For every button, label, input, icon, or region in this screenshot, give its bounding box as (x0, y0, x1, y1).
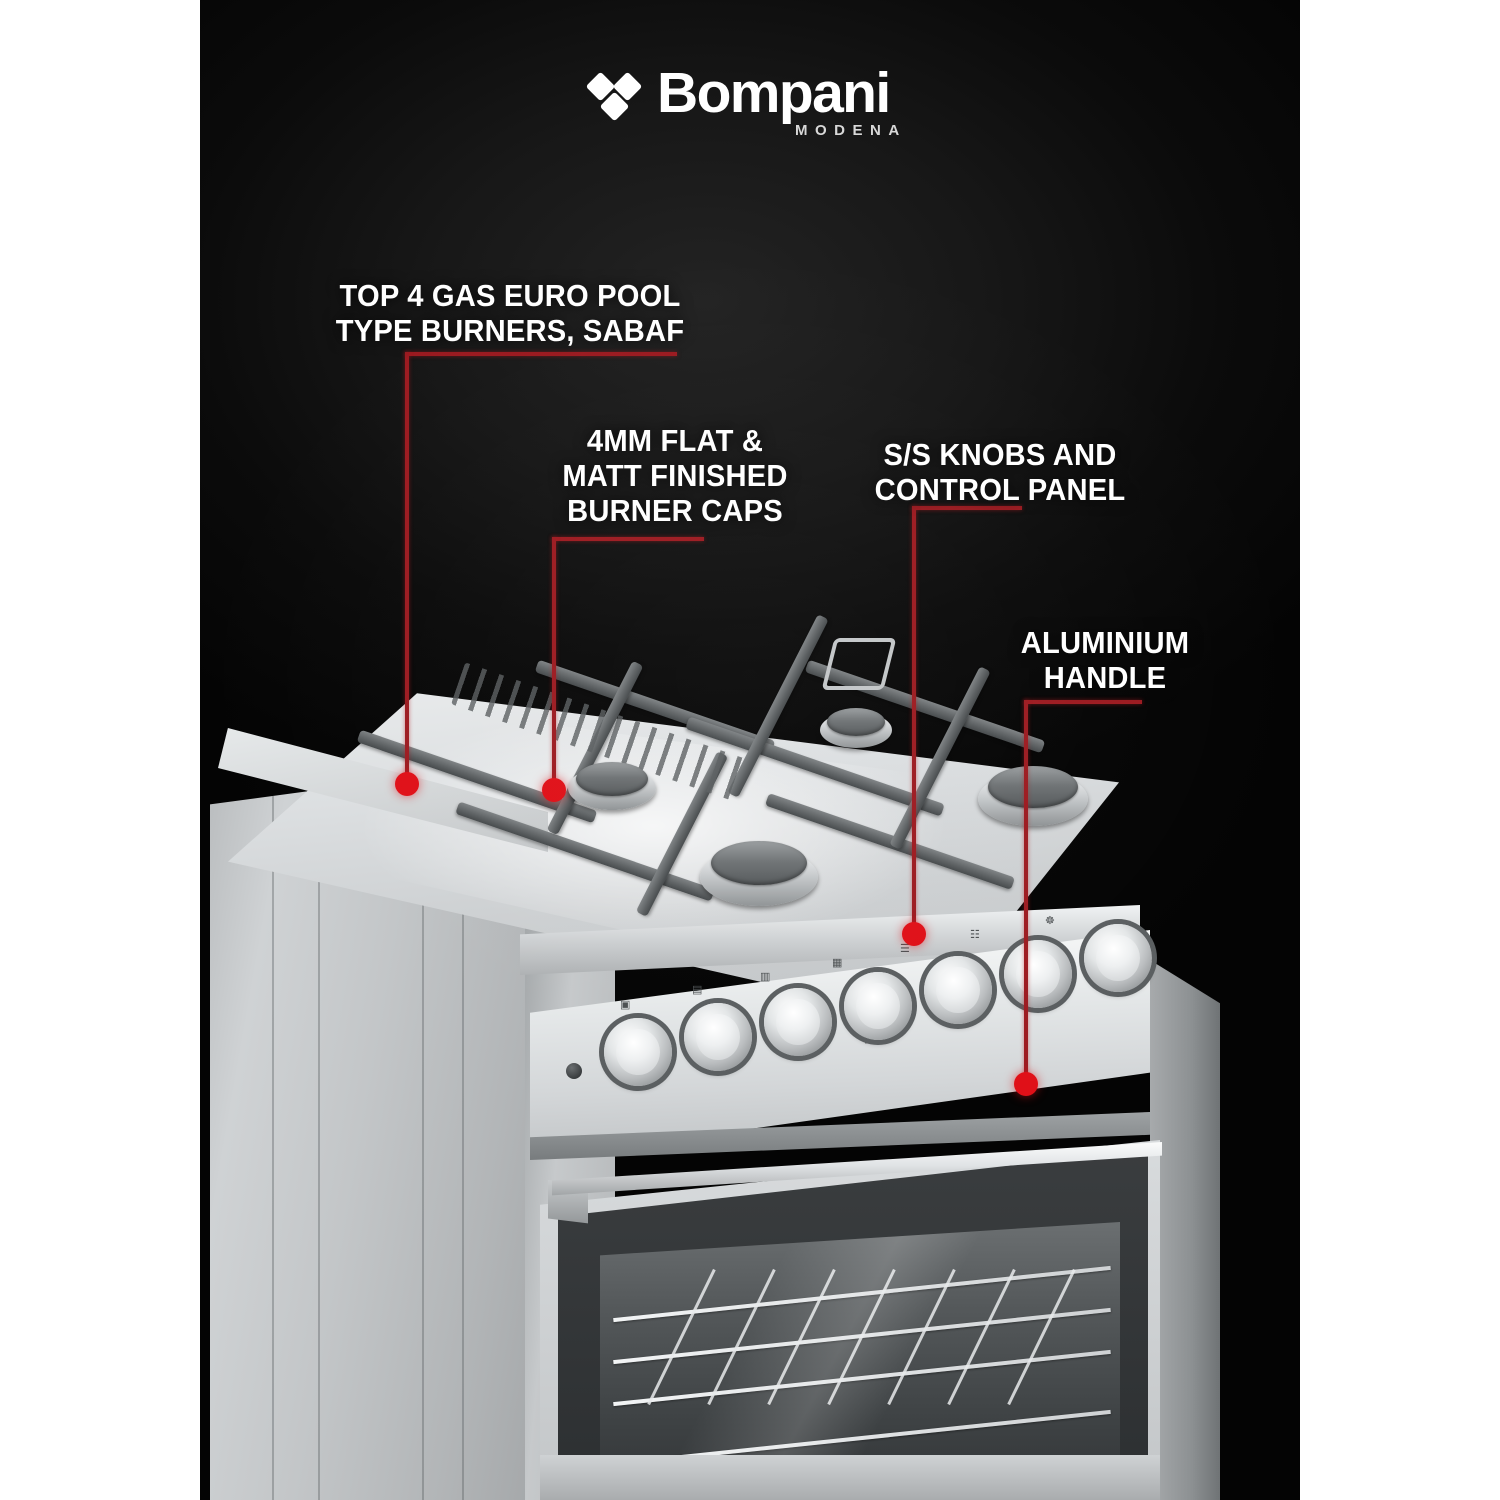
leader-line-caps-horizontal (552, 537, 704, 541)
control-knob[interactable] (924, 956, 992, 1024)
leader-line-knobs-horizontal (912, 506, 1022, 510)
leader-line-handle-horizontal (1024, 700, 1142, 704)
control-knob[interactable] (1084, 924, 1152, 992)
dark-background-panel: ▣ ▤ ▥ ▦ ☰ ☷ ☸ ▣ ▤ ▥ (200, 0, 1300, 1500)
callout-line: TOP 4 GAS EURO POOL (339, 278, 681, 313)
leader-line-burners-vertical (405, 352, 409, 784)
callout-line: BURNER CAPS (567, 493, 783, 528)
gas-range-cooker-product-photo: ▣ ▤ ▥ ▦ ☰ ☷ ☸ ▣ ▤ ▥ (200, 0, 1300, 1500)
control-symbol: ☷ (970, 929, 980, 941)
cooker-right-side-panel (1150, 960, 1220, 1500)
control-symbol: ☸ (1045, 915, 1055, 927)
callout-label-handle: ALUMINIUM HANDLE (955, 625, 1256, 695)
control-symbol: ▦ (832, 957, 843, 969)
control-symbol: ▣ (620, 999, 631, 1011)
callout-line: 4MM FLAT & (586, 423, 764, 458)
callout-line: TYPE BURNERS, SABAF (335, 313, 685, 348)
leader-line-handle-vertical (1024, 700, 1028, 1084)
leader-line-knobs-vertical (912, 506, 916, 934)
callout-line: CONTROL PANEL (874, 472, 1126, 507)
control-symbol: ▥ (760, 971, 771, 983)
leader-line-burners-horizontal (405, 352, 677, 356)
callout-dot-handle (1014, 1072, 1038, 1096)
brand-name: Bompani (657, 61, 891, 125)
wok-pot-stand (821, 638, 897, 690)
brand-tagline: MODENA (795, 122, 907, 139)
control-symbol: ▤ (692, 984, 703, 996)
callout-label-burner-caps: 4MM FLAT & MATT FINISHED BURNER CAPS (511, 423, 840, 528)
callout-line: S/S KNOBS AND (883, 437, 1117, 472)
callout-dot-knobs (902, 922, 926, 946)
brand-logo: Bompani MODENA (585, 58, 935, 158)
leader-line-caps-vertical (552, 537, 556, 789)
control-knob[interactable] (1004, 940, 1072, 1008)
callout-label-knobs-panel: S/S KNOBS AND CONTROL PANEL (840, 437, 1160, 507)
callout-line: HANDLE (1043, 660, 1167, 695)
control-knob[interactable] (604, 1018, 672, 1086)
control-knob[interactable] (844, 972, 912, 1040)
callout-line: ALUMINIUM (1020, 625, 1190, 660)
oven-glass-reflection (600, 1222, 1120, 1500)
callout-dot-caps (542, 778, 566, 802)
control-knob[interactable] (764, 988, 832, 1056)
diamond-cluster-icon (585, 71, 648, 124)
oven-door-bottom-edge (540, 1455, 1160, 1500)
callout-dot-burners (395, 772, 419, 796)
callout-label-burners: TOP 4 GAS EURO POOL TYPE BURNERS, SABAF (303, 278, 717, 348)
callout-line: MATT FINISHED (562, 458, 788, 493)
oven-door-window (600, 1222, 1120, 1500)
control-symbol: ☰ (900, 943, 910, 955)
ignition-button[interactable] (566, 1063, 582, 1079)
control-knob[interactable] (684, 1003, 752, 1071)
